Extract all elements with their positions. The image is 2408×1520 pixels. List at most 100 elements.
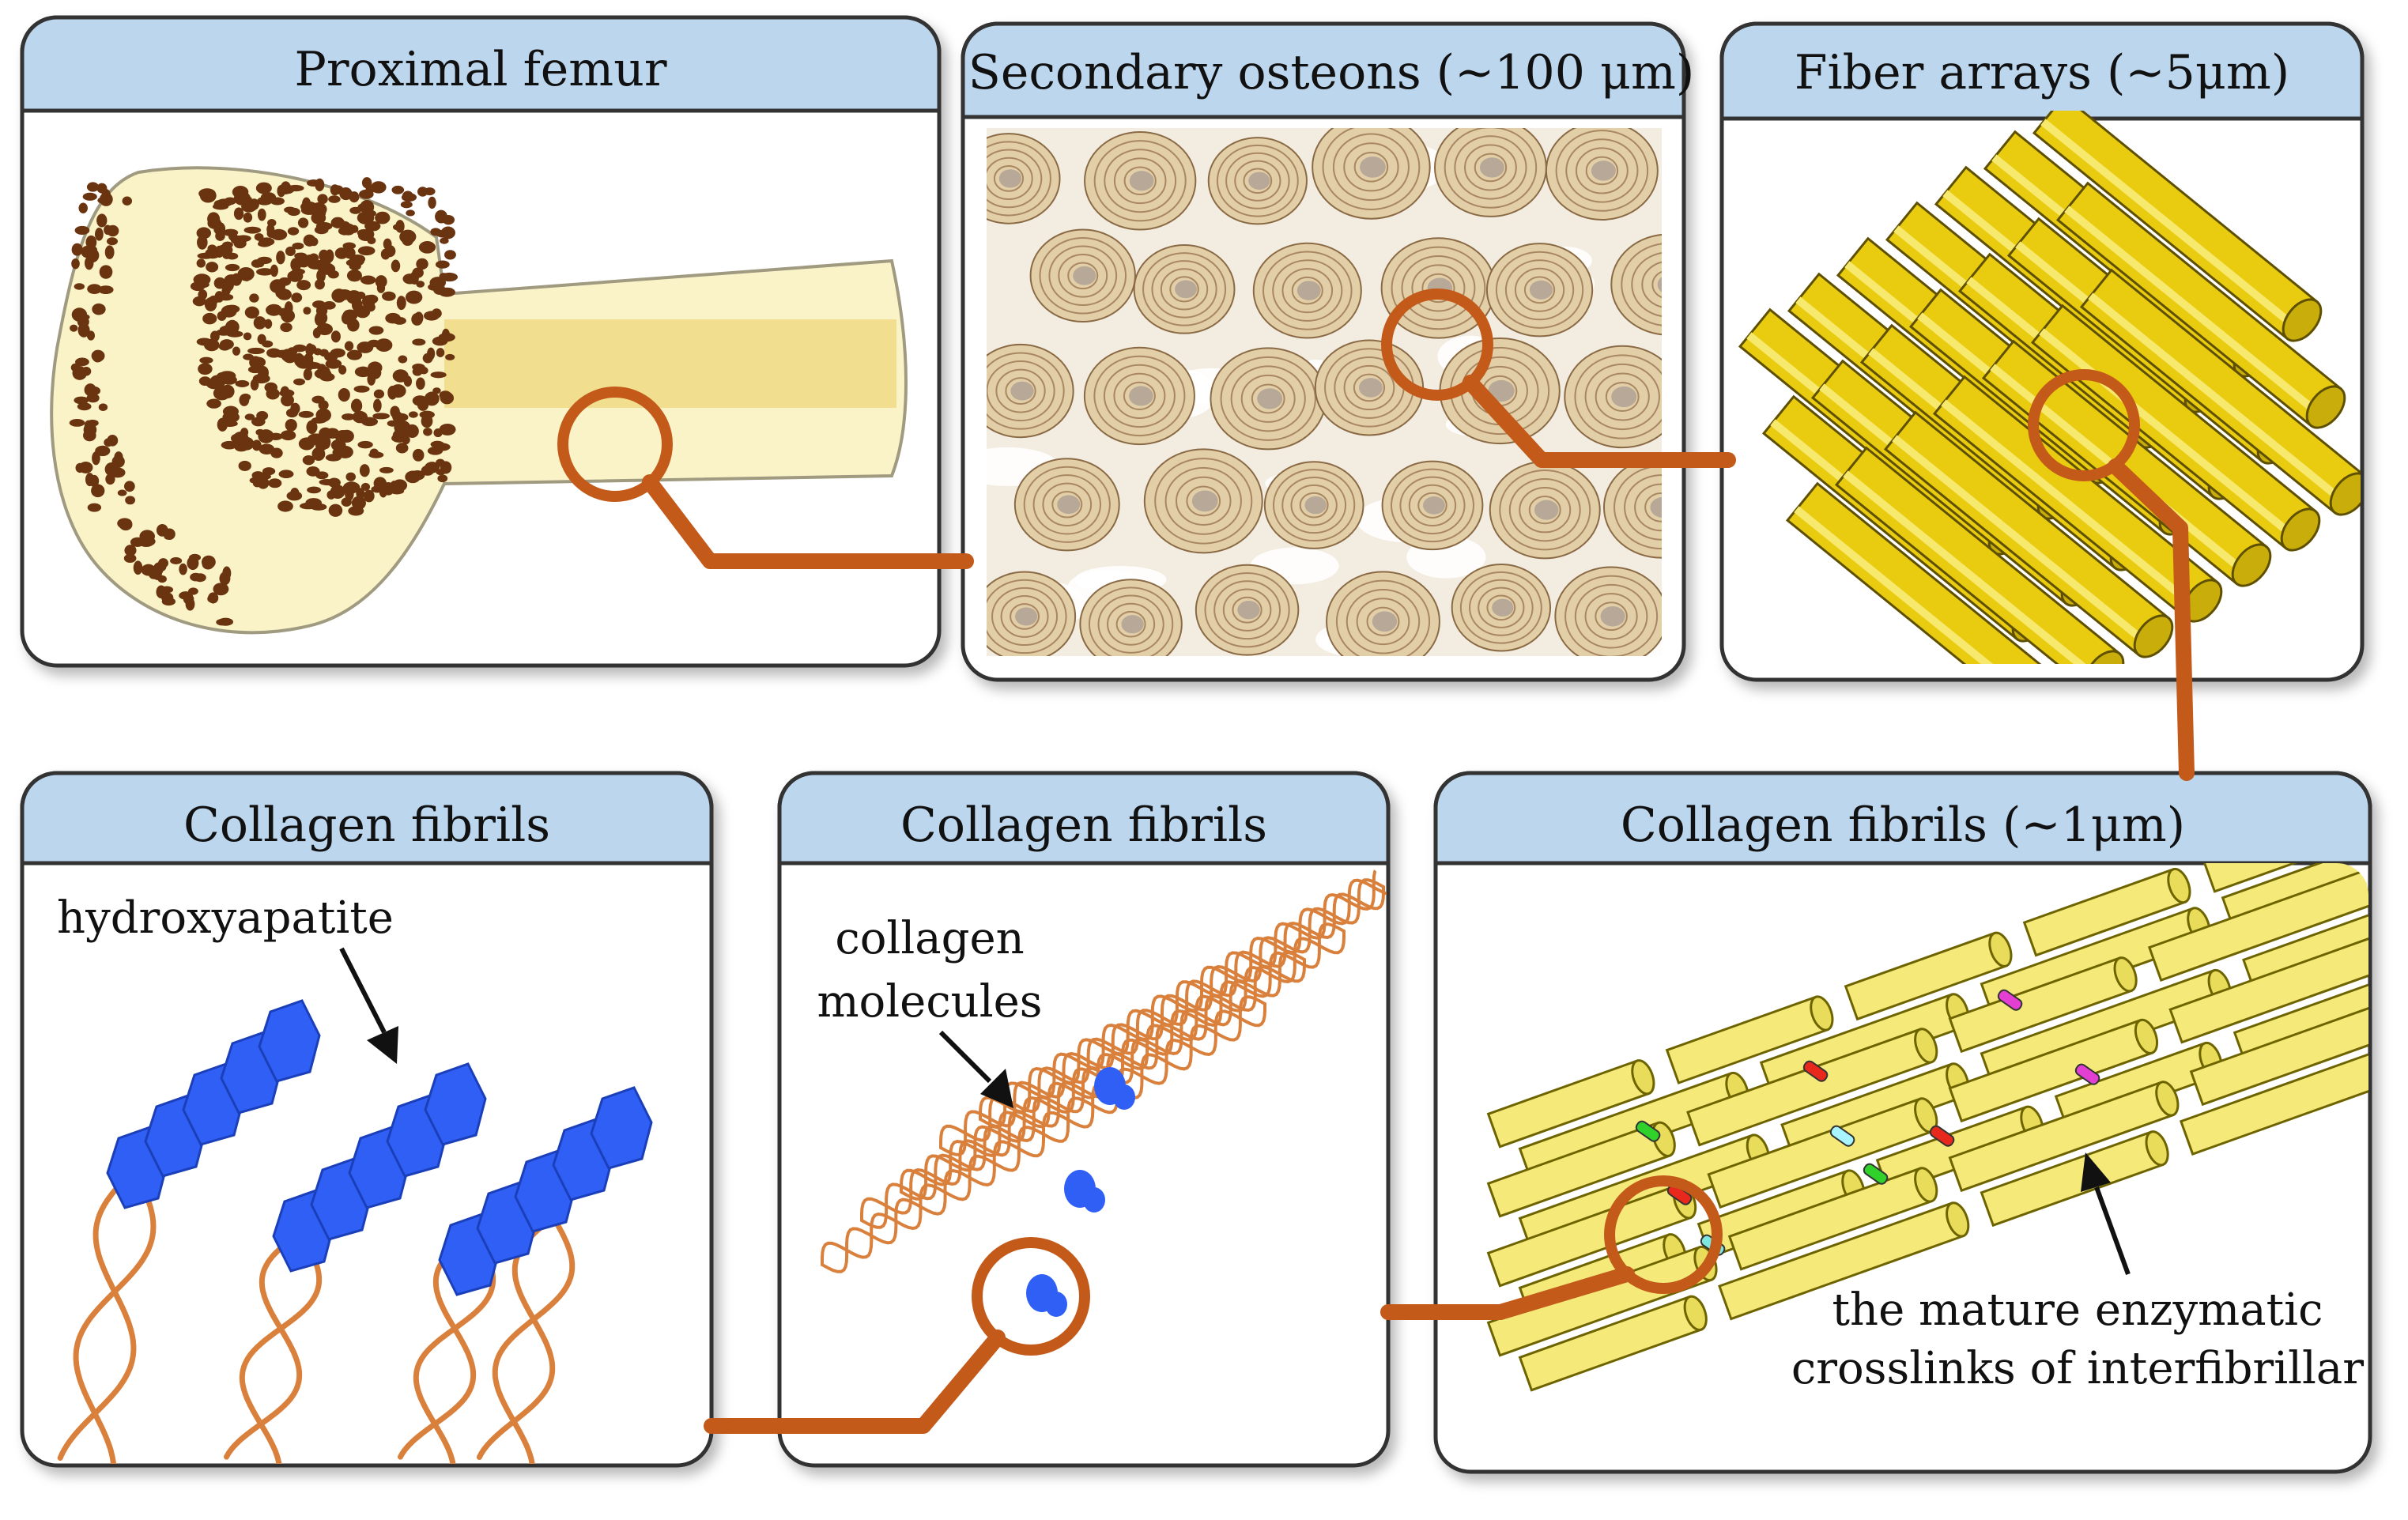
fiber-end: [2305, 385, 2346, 429]
trabecular-pore: [292, 242, 304, 250]
trabecular-pore: [249, 356, 262, 369]
trabecular-pore: [247, 347, 265, 355]
magnifier-molecules-to-mineralized: [704, 1237, 1090, 1434]
trabecular-pore: [330, 330, 341, 343]
cortical-pore: [71, 243, 83, 256]
osteon-lamella: [1123, 166, 1157, 196]
osteon: [1485, 243, 1594, 338]
fibril-body: [2168, 932, 2368, 1044]
trabecular-pore: [357, 230, 374, 242]
trabecular-pore: [308, 261, 323, 270]
panel-header: [20, 771, 714, 866]
trabecular-pore: [396, 296, 406, 311]
hydroxyapatite-label: hydroxyapatite: [57, 892, 394, 944]
collagen-fibril: [1486, 1059, 1655, 1148]
trabecular-pore: [250, 379, 259, 390]
trabecular-pore: [375, 338, 393, 353]
enzymatic-crosslinks: [1635, 989, 2100, 1256]
trabecular-pore: [392, 479, 408, 492]
cortical-pore: [86, 330, 96, 341]
fibril-end: [1946, 1201, 1970, 1238]
trabecular-pore: [350, 398, 363, 413]
trabecular-pore: [255, 428, 265, 436]
cortical-pore: [217, 617, 234, 626]
osteon-lamella: [1504, 259, 1575, 321]
trabecular-pore: [315, 471, 329, 480]
trabecular-pore: [266, 224, 275, 236]
haversian-canal: [1248, 172, 1270, 190]
osteon-lamella: [1225, 152, 1290, 209]
osteon: [1133, 244, 1236, 334]
trabecular-pore: [435, 260, 450, 269]
trabecular-pore: [199, 356, 213, 364]
hydroxyapatite-crystal: [424, 1062, 487, 1146]
trabecular-pore: [309, 237, 319, 247]
osteon-lamella: [1564, 575, 1659, 656]
trabecular-pore: [202, 312, 217, 325]
fibril-end: [1914, 1167, 1938, 1203]
fiber-cylinder: [1932, 375, 2223, 623]
crosslink: [2074, 1063, 2100, 1085]
trabecular-pore: [400, 201, 413, 209]
panel-frame: [777, 771, 1391, 1468]
trabecular-pore: [277, 184, 295, 194]
trabecular-pore: [256, 411, 269, 421]
fiber-body: [1785, 481, 2073, 664]
fiber-cylinder: [1785, 481, 2073, 664]
trabecular-pore: [240, 393, 251, 402]
cortical-pore: [84, 256, 94, 270]
trabecular-pore: [270, 264, 278, 277]
osteon-lamella: [1010, 603, 1040, 630]
cortical-pore: [92, 303, 106, 315]
collagen-molecule: [821, 1002, 1266, 1266]
trabecular-pore: [322, 258, 331, 266]
trabecular-pore: [198, 289, 208, 300]
trabecular-pore: [281, 394, 294, 407]
trabecular-pore: [330, 439, 346, 451]
trabecular-bone: [69, 177, 459, 626]
fibril-end: [2372, 1001, 2402, 1040]
trabecular-pore: [311, 417, 327, 424]
trabecular-pore: [206, 398, 221, 409]
osteon-lamella: [1421, 273, 1455, 304]
fiber-body: [2079, 268, 2361, 515]
fibril-end: [1651, 1121, 1676, 1157]
osteon-lamella: [1243, 168, 1273, 194]
fiber-end: [2084, 650, 2125, 664]
haversian-canal: [1121, 615, 1144, 634]
crosslink: [1997, 989, 2023, 1011]
femur-illustration: [50, 166, 908, 635]
osteon-lamella: [1634, 483, 1662, 532]
hydroxyapatite-crystal: [258, 999, 321, 1083]
fiber-end: [2280, 507, 2321, 552]
cortical-pore: [99, 265, 113, 279]
osteon-lamella: [1555, 130, 1649, 212]
trabecular-pore: [204, 297, 217, 311]
osteon-lamella: [1299, 492, 1329, 519]
trabecular-pore: [342, 481, 360, 494]
trabecular-pore: [270, 197, 285, 206]
trabecular-pore: [342, 413, 356, 421]
haversian-canal: [1014, 607, 1038, 626]
osteon-lamella: [1272, 259, 1343, 322]
osteon-lamella: [1508, 478, 1581, 542]
cortical-pore: [130, 537, 145, 547]
fibril-end: [1683, 1295, 1708, 1331]
trabecular-pore: [367, 339, 381, 348]
osteon: [1084, 131, 1197, 231]
osteon-lamella: [1469, 579, 1534, 636]
trabecular-pore: [423, 428, 432, 436]
osteon-lamella: [1273, 469, 1356, 542]
trabecular-pore: [444, 250, 456, 260]
osteon: [1564, 345, 1662, 449]
osteon-lamella: [1142, 252, 1227, 326]
osteon-lamella: [1332, 133, 1410, 202]
trabecular-pore: [380, 248, 391, 260]
fiber-end: [2282, 298, 2323, 342]
trabecular-pore: [287, 270, 304, 282]
trabecular-pore: [399, 229, 417, 244]
cortical-pore: [104, 462, 119, 477]
osteon-lamella: [1390, 468, 1474, 543]
trabecular-pore: [383, 238, 392, 250]
trabecular-pore: [410, 271, 419, 285]
